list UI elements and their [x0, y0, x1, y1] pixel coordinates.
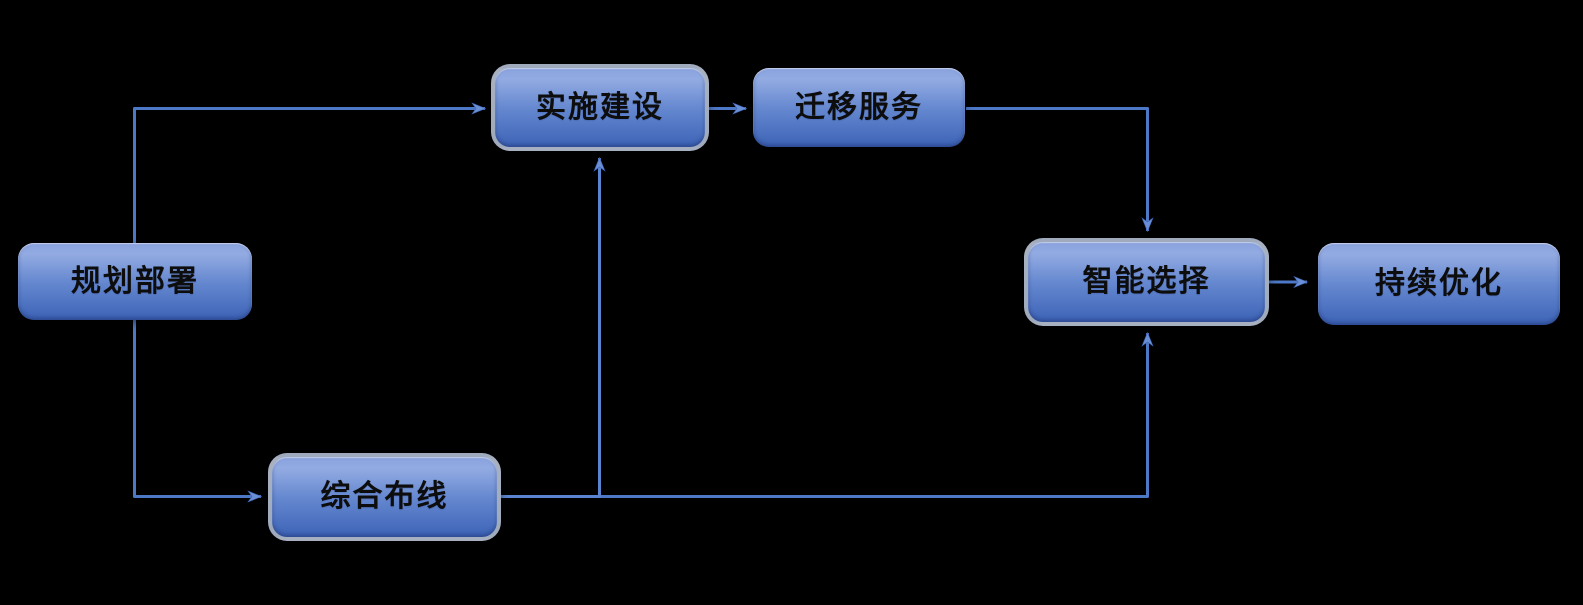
node-continuous-optimization: 持续优化 — [1318, 243, 1560, 325]
node-label: 实施建设 — [536, 89, 664, 125]
connector-migration-to-selection — [966, 107, 1148, 232]
node-label: 迁移服务 — [795, 89, 923, 125]
node-integrated-cabling: 综合布线 — [268, 453, 501, 541]
node-label: 规划部署 — [71, 263, 199, 299]
connector-planning-to-cabling — [133, 319, 262, 497]
connector-cabling-to-implementation — [498, 158, 600, 498]
node-implementation-construction: 实施建设 — [491, 64, 709, 151]
connector-planning-to-implementation — [133, 109, 486, 244]
node-label: 智能选择 — [1082, 264, 1211, 299]
node-label: 综合布线 — [320, 479, 449, 514]
connector-cabling-to-selection — [498, 333, 1148, 498]
node-label: 持续优化 — [1375, 266, 1503, 301]
node-planning-deployment: 规划部署 — [18, 243, 252, 320]
node-migration-service: 迁移服务 — [753, 68, 965, 147]
node-intelligent-selection: 智能选择 — [1024, 238, 1269, 326]
